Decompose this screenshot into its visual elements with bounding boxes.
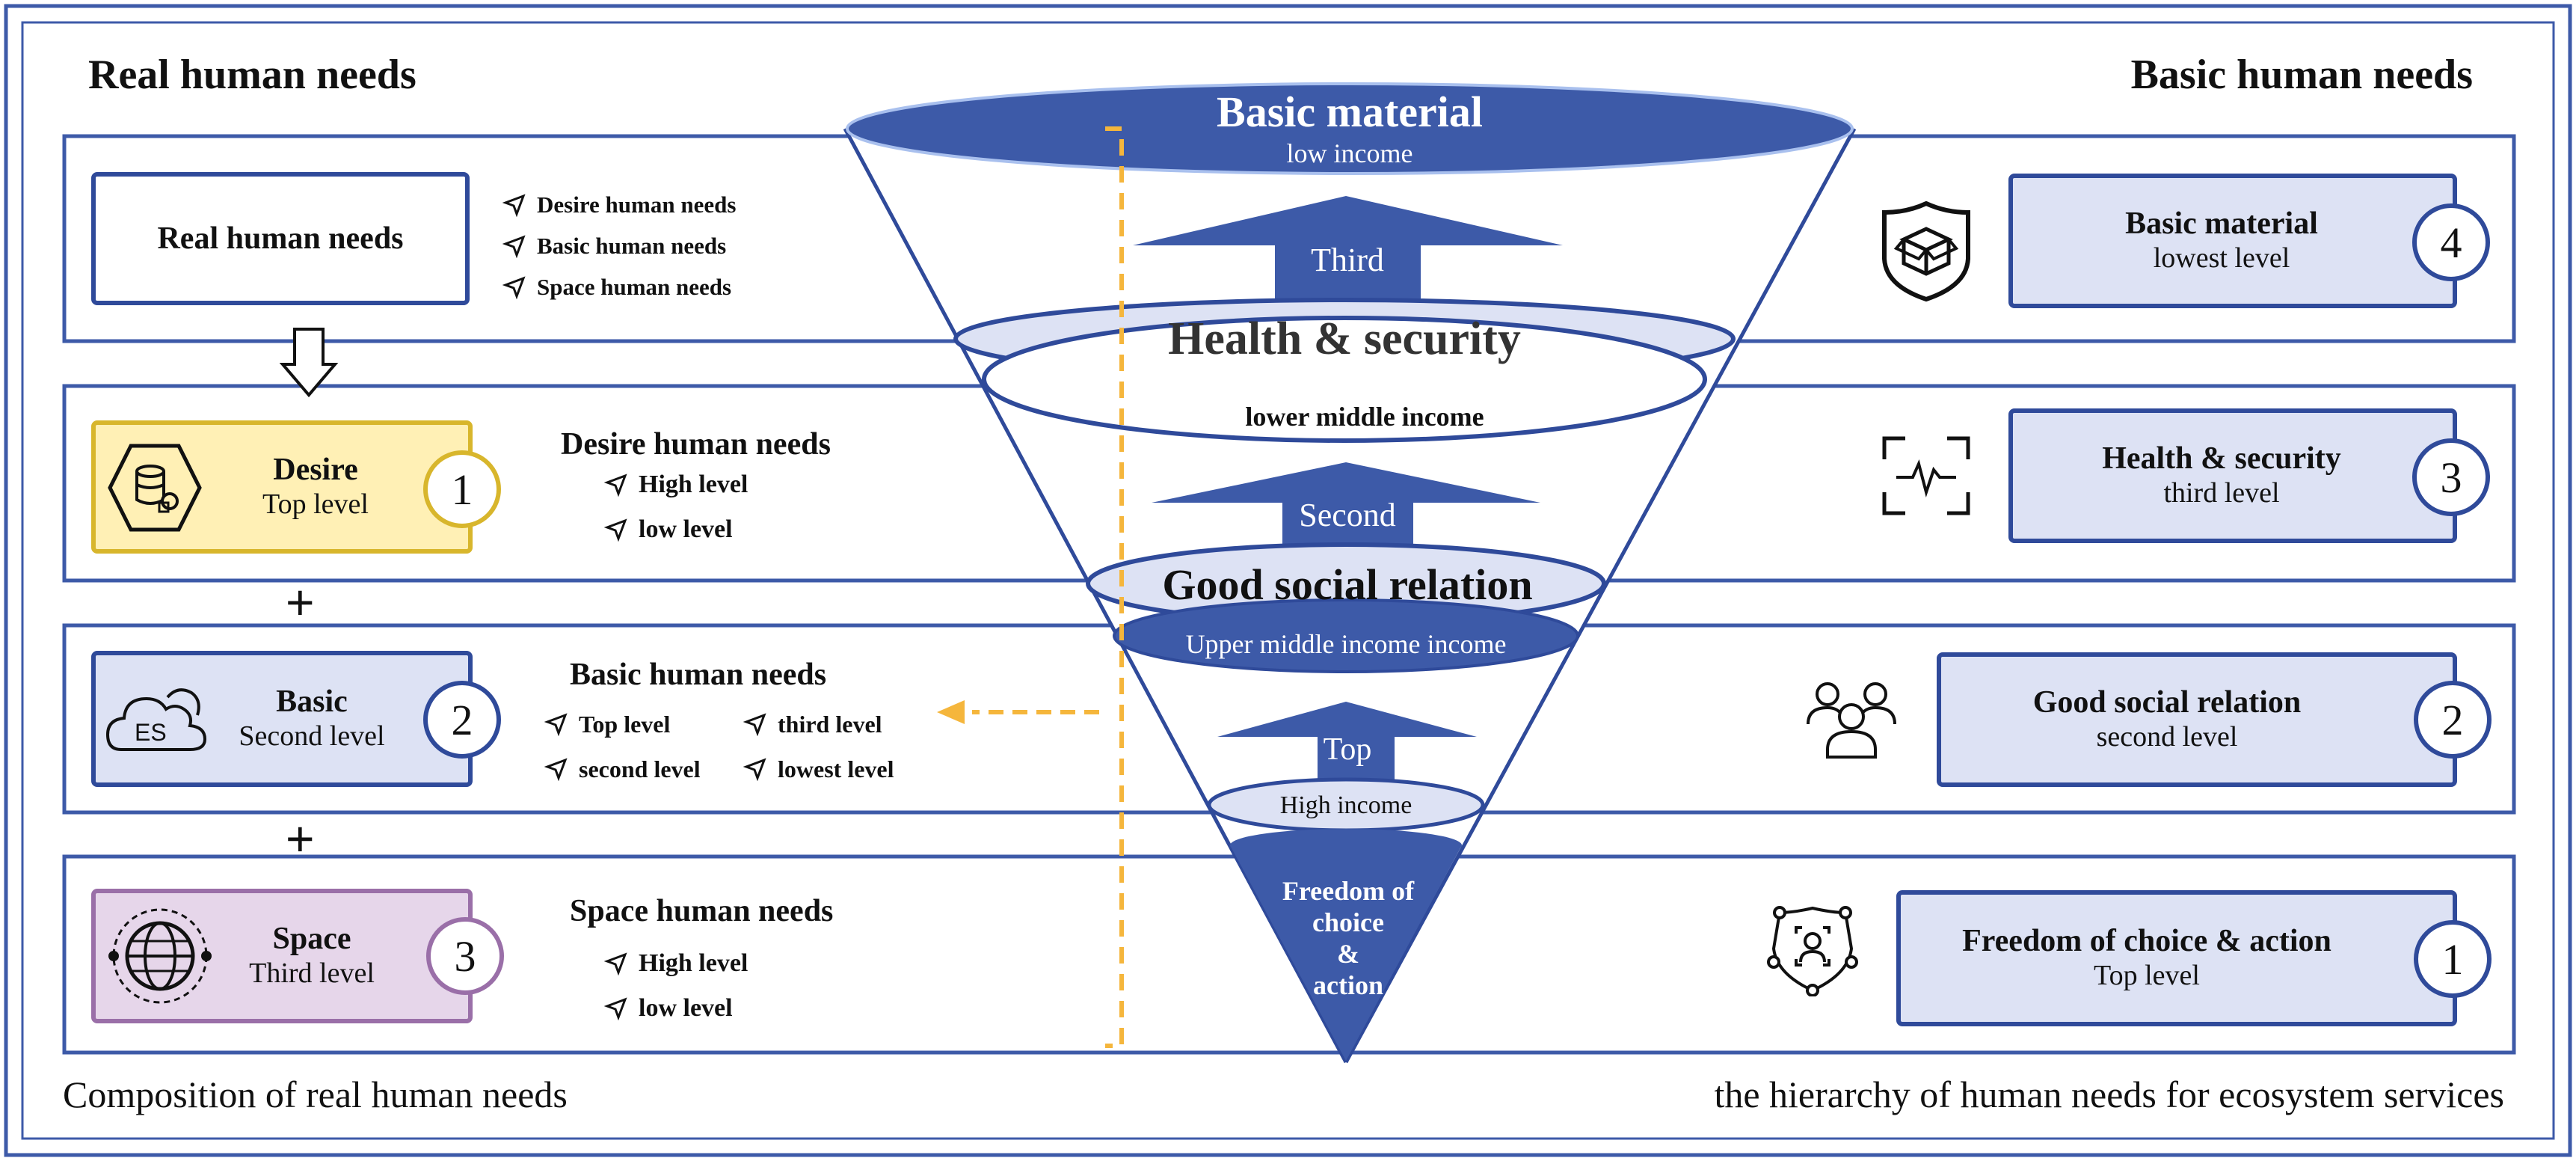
pointer-arrow-icon: [544, 758, 568, 781]
funnel-level-3b-ellipse: [1113, 598, 1579, 673]
desire-card-title: Desire: [273, 453, 358, 488]
desire-group-title: Desire human needs: [561, 427, 831, 462]
arrow-third-shape: [1133, 196, 1563, 302]
cloud-es-icon: ES: [105, 678, 209, 760]
left-header: Real human needs: [88, 52, 416, 98]
real-needs-list: Desire human needs Basic human needs Spa…: [502, 184, 736, 307]
real-needs-card: Real human needs: [91, 172, 470, 305]
pointer-arrow-icon: [502, 275, 526, 299]
basic-group-title: Basic human needs: [570, 658, 827, 692]
space-card-sub: Third level: [249, 958, 375, 990]
pointer-arrow-icon: [604, 518, 627, 542]
right-card-freedom: Freedom of choice & action Top level: [1896, 890, 2457, 1026]
desire-badge: 1: [423, 450, 501, 528]
es-label: ES: [135, 719, 167, 746]
arrow-third-label: Third: [1311, 242, 1384, 278]
desire-group-items: High level low level: [604, 462, 748, 552]
globe-orbit-icon: [108, 908, 212, 1004]
list-item: third level: [743, 702, 882, 747]
pointer-arrow-icon: [604, 952, 627, 975]
right-card-good-social-relation: Good social relation second level: [1937, 652, 2457, 787]
list-item: Top level: [544, 702, 728, 747]
list-item: low level: [604, 986, 748, 1031]
right-card-sub: lowest level: [2153, 242, 2290, 275]
funnel-level-3-sub: Upper middle income income: [1185, 629, 1507, 659]
right-badge: 3: [2412, 438, 2490, 516]
basic-card-sub: Second level: [239, 720, 385, 753]
right-card-basic-material: Basic material lowest level: [2008, 174, 2457, 308]
list-item: High level: [604, 462, 748, 507]
right-card-title: Good social relation: [2032, 685, 2302, 720]
list-item: Desire human needs: [502, 184, 736, 225]
list-item: lowest level: [743, 747, 894, 791]
list-item: Basic human needs: [502, 225, 736, 266]
funnel-level-3-title: Good social relation: [1162, 560, 1533, 609]
space-group-title: Space human needs: [570, 894, 834, 928]
basic-card-title: Basic: [276, 684, 348, 720]
left-caption: Composition of real human needs: [63, 1073, 568, 1115]
funnel-level-1-sub: low income: [1286, 138, 1413, 168]
right-badge: 1: [2414, 920, 2492, 998]
space-card-title: Space: [272, 922, 351, 957]
arrow-second-shape: [1152, 462, 1540, 551]
list-item: low level: [604, 507, 748, 552]
right-card-sub: third level: [2163, 477, 2280, 509]
right-card-sub: Top level: [2094, 960, 2200, 992]
arrow-second-label: Second: [1299, 497, 1396, 533]
right-card-sub: second level: [2096, 721, 2238, 753]
list-item: High level: [604, 941, 748, 986]
pointer-arrow-icon: [743, 758, 766, 781]
box-shield-icon: [1882, 200, 1970, 302]
plus-sign: +: [286, 811, 315, 866]
right-caption: the hierarchy of human needs for ecosyst…: [1714, 1073, 2504, 1115]
funnel-level-2-title: Health & security: [1168, 313, 1521, 364]
funnel-tip-text: Freedom of choice & action: [1282, 876, 1415, 1000]
space-badge: 3: [426, 917, 504, 995]
person-shield-icon: [1767, 906, 1858, 996]
funnel-right-edge: [1344, 127, 1857, 1064]
heartbeat-scan-icon: [1882, 436, 1970, 515]
pointer-arrow-icon: [502, 234, 526, 258]
list-item: Space human needs: [502, 266, 736, 307]
pointer-arrow-icon: [743, 713, 766, 736]
right-card-title: Freedom of choice & action: [1962, 924, 2331, 959]
right-card-health-security: Health & security third level: [2008, 408, 2457, 543]
outer-frame: [4, 4, 2572, 1157]
plus-sign: +: [286, 575, 315, 630]
arrow-top-shape: [1217, 702, 1477, 782]
right-card-title: Health & security: [2102, 441, 2341, 477]
pointer-arrow-icon: [544, 713, 568, 736]
right-badge: 2: [2414, 681, 2492, 759]
basic-badge: 2: [423, 681, 501, 759]
dashed-bracket: [1105, 126, 1124, 1048]
desire-card-sub: Top level: [262, 488, 369, 521]
down-arrow-icon: [279, 328, 339, 398]
inner-frame: [21, 21, 2555, 1140]
space-group-items: High level low level: [604, 941, 748, 1031]
funnel-level-4-sub: High income: [1279, 791, 1413, 819]
right-header: Basic human needs: [2130, 52, 2473, 98]
funnel-level-1-ellipse: [846, 82, 1854, 175]
basic-card: Basic Second level: [91, 651, 473, 787]
funnel-level-2-sub: lower middle income: [1245, 402, 1484, 432]
real-needs-card-title: Real human needs: [157, 221, 404, 256]
pointer-arrow-icon: [604, 997, 627, 1020]
list-item: second level: [544, 747, 728, 791]
basic-group-items: Top level third level second level lowes…: [544, 702, 894, 791]
funnel-level-2b-ellipse: [982, 316, 1707, 443]
pointer-arrow-icon: [604, 474, 627, 497]
dashed-arrow-head: [937, 700, 965, 724]
people-group-icon: [1807, 682, 1896, 759]
funnel-level-1-title: Basic material: [1217, 88, 1483, 136]
cloud-icon: [105, 688, 207, 751]
right-badge: 4: [2412, 203, 2490, 281]
funnel-tip-cone: [1230, 845, 1462, 1061]
right-card-title: Basic material: [2125, 206, 2318, 242]
arrow-top-label: Top: [1323, 732, 1372, 767]
database-hexagon-icon: [108, 444, 202, 532]
pointer-arrow-icon: [502, 193, 526, 217]
